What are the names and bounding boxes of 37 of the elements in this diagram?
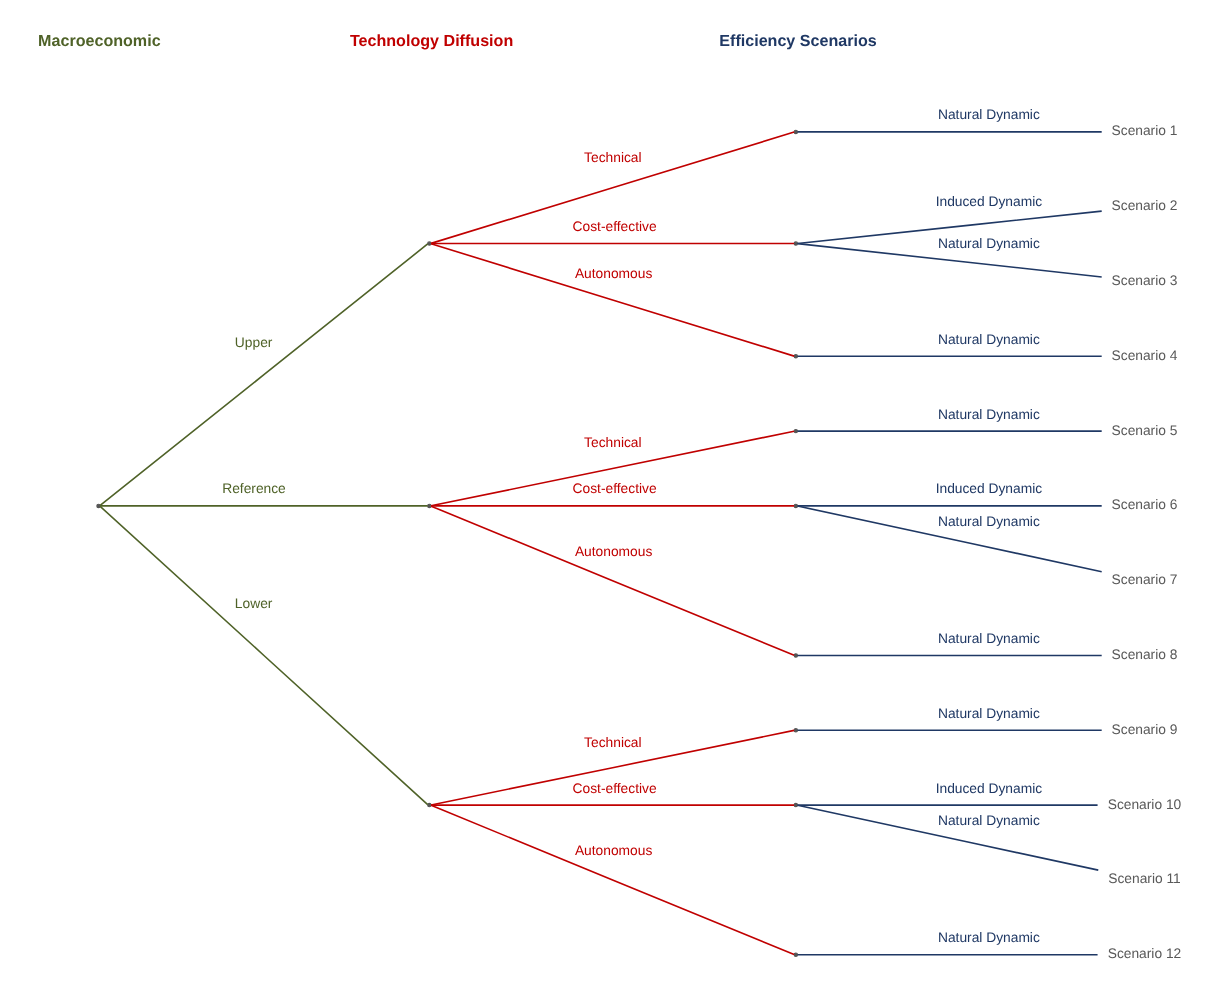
connector <box>430 241 795 356</box>
connector <box>796 504 1103 572</box>
node-point <box>427 240 432 245</box>
connector <box>796 209 1103 244</box>
connector <box>99 504 429 805</box>
connector <box>430 429 795 506</box>
connector <box>430 803 795 805</box>
connector <box>796 952 1099 955</box>
node-point <box>793 801 799 807</box>
connector <box>430 130 795 244</box>
connector <box>430 504 795 506</box>
node-point <box>793 353 799 358</box>
connector <box>796 241 1103 277</box>
node-point <box>793 727 799 732</box>
connector <box>430 728 795 805</box>
node-point <box>793 502 799 508</box>
connector <box>430 504 795 656</box>
connector <box>796 803 1100 870</box>
connector <box>796 728 1103 731</box>
node-point <box>427 502 432 508</box>
node-point <box>793 128 799 134</box>
connector <box>796 504 1103 506</box>
connector <box>796 803 1099 805</box>
node-point <box>793 951 799 956</box>
connector <box>796 429 1103 431</box>
node-point <box>427 801 432 807</box>
node-point <box>96 502 101 508</box>
connector <box>99 504 429 506</box>
connector <box>796 130 1103 132</box>
connector <box>430 803 795 955</box>
connector <box>99 242 429 506</box>
node-point <box>793 652 799 657</box>
node-point <box>793 240 799 245</box>
connector <box>796 354 1103 357</box>
connector <box>796 653 1103 656</box>
node-point <box>793 427 799 433</box>
connector <box>430 241 795 244</box>
